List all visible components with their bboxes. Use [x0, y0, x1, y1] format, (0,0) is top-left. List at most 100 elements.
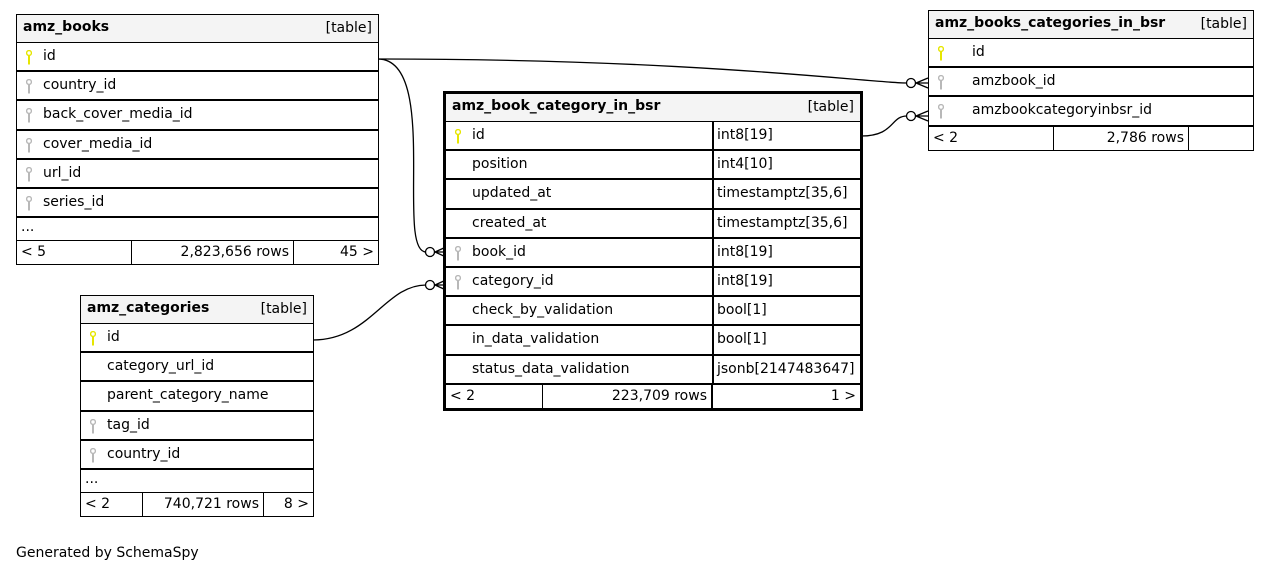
column-row[interactable]: id — [929, 39, 1253, 69]
column-name: id — [43, 48, 56, 64]
column-row[interactable]: id — [81, 324, 313, 354]
edge-books-to-bsr-book-id[interactable] — [377, 58, 427, 253]
column-row[interactable]: amzbook_id — [929, 68, 1253, 98]
column-name: url_id — [43, 164, 82, 181]
foreign-key-icon — [90, 447, 96, 463]
column-name-cell: created_at — [446, 210, 712, 237]
parents-count[interactable]: < 2 — [929, 126, 1054, 150]
column-name: check_by_validation — [472, 302, 614, 319]
primary-key-icon — [90, 331, 96, 346]
table-name[interactable]: amz_books_categories_in_bsr — [935, 15, 1166, 31]
table-footer: < 2 740,721 rows 8 > — [81, 492, 313, 516]
column-row[interactable]: category_url_id — [81, 353, 313, 383]
column-row[interactable]: series_id — [17, 189, 378, 219]
column-name-cell: parent_category_name — [81, 382, 313, 409]
row-count: 740,721 rows — [143, 492, 264, 516]
column-name-cell: check_by_validation — [446, 297, 712, 324]
table-name[interactable]: amz_books — [23, 19, 110, 35]
foreign-key-icon — [455, 274, 461, 290]
foreign-key-icon — [26, 195, 32, 211]
optional-circle-icon — [424, 246, 436, 258]
column-name-cell: cover_media_id — [17, 131, 378, 158]
column-name-cell: id — [446, 122, 712, 149]
table-footer: < 5 2,823,656 rows 45 > — [17, 241, 378, 265]
table-header: amz_book_category_in_bsr [table] — [446, 94, 860, 122]
column-name: amzbookcategoryinbsr_id — [972, 102, 1153, 119]
edge-bsr-id-to-books-categories-inbsr[interactable] — [860, 115, 908, 137]
column-name-cell: id — [81, 324, 313, 351]
table-header: amz_categories [table] — [81, 296, 313, 324]
table-kind: [table] — [260, 301, 307, 317]
column-type: jsonb[2147483647] — [712, 355, 860, 383]
column-row[interactable]: tag_id — [81, 412, 313, 441]
foreign-key-icon — [26, 137, 32, 153]
children-count[interactable]: 1 > — [830, 387, 856, 404]
more-columns: ... — [17, 218, 378, 242]
table-footer: < 2 2,786 rows — [929, 126, 1253, 150]
column-name-cell: series_id — [17, 189, 378, 216]
column-row[interactable]: position int4[10] — [446, 151, 860, 181]
column-row[interactable]: amzbookcategoryinbsr_id — [929, 97, 1253, 127]
parents-count[interactable]: < 5 — [17, 241, 132, 265]
foreign-key-icon — [90, 418, 96, 434]
primary-key-icon — [455, 129, 461, 144]
crowfoot-icon — [915, 77, 929, 89]
parents-count[interactable]: < 2 — [446, 384, 543, 408]
parents-count[interactable]: < 2 — [81, 492, 143, 516]
table-kind: [table] — [807, 99, 854, 115]
column-name-cell: position — [446, 151, 712, 178]
column-name-cell: book_id — [446, 239, 712, 266]
column-name: cover_media_id — [43, 135, 153, 152]
edge-books-to-books-categories-amzbook[interactable] — [377, 58, 908, 84]
foreign-key-icon — [26, 108, 32, 123]
column-name-cell: tag_id — [81, 412, 313, 439]
column-row[interactable]: country_id — [81, 441, 313, 470]
column-name: tag_id — [107, 416, 150, 433]
column-type: timestamptz[35,6] — [712, 209, 860, 237]
column-row[interactable]: back_cover_media_id — [17, 101, 378, 131]
column-name-cell: amzbook_id — [929, 68, 1253, 95]
table-name[interactable]: amz_categories — [87, 300, 210, 316]
column-row[interactable]: country_id — [17, 72, 378, 102]
column-row[interactable]: url_id — [17, 160, 378, 189]
children-count[interactable] — [1189, 127, 1253, 150]
column-name: country_id — [43, 77, 117, 94]
crowfoot-icon — [915, 110, 929, 122]
column-name-cell: country_id — [17, 72, 378, 99]
column-type: timestamptz[35,6] — [712, 180, 860, 208]
column-name: amzbook_id — [972, 73, 1056, 90]
generator-credit: Generated by SchemaSpy — [16, 545, 199, 561]
column-name: position — [472, 156, 528, 173]
column-name-cell: back_cover_media_id — [17, 101, 378, 128]
foreign-key-icon — [455, 245, 461, 261]
column-type: int8[19] — [712, 267, 860, 296]
foreign-key-icon — [938, 104, 944, 119]
children-count[interactable]: 8 > — [283, 495, 309, 512]
column-row[interactable]: cover_media_id — [17, 131, 378, 160]
column-name-cell: category_id — [446, 268, 712, 295]
table-name[interactable]: amz_book_category_in_bsr — [452, 98, 661, 114]
children-count[interactable]: 45 > — [340, 244, 374, 261]
table-kind: [table] — [1200, 16, 1247, 32]
column-name: parent_category_name — [107, 387, 269, 404]
primary-key-icon — [938, 46, 944, 61]
column-row[interactable]: id — [17, 43, 378, 73]
column-name-cell: category_url_id — [81, 353, 313, 380]
column-row[interactable]: parent_category_name — [81, 382, 313, 412]
table-amz-books-categories-in-bsr[interactable]: amz_books_categories_in_bsr [table] id am… — [928, 10, 1254, 151]
edge-categories-to-bsr-category-id[interactable] — [312, 284, 427, 341]
column-type: int4[10] — [712, 151, 860, 179]
optional-circle-icon — [905, 77, 917, 89]
column-name-cell: id — [17, 43, 378, 70]
